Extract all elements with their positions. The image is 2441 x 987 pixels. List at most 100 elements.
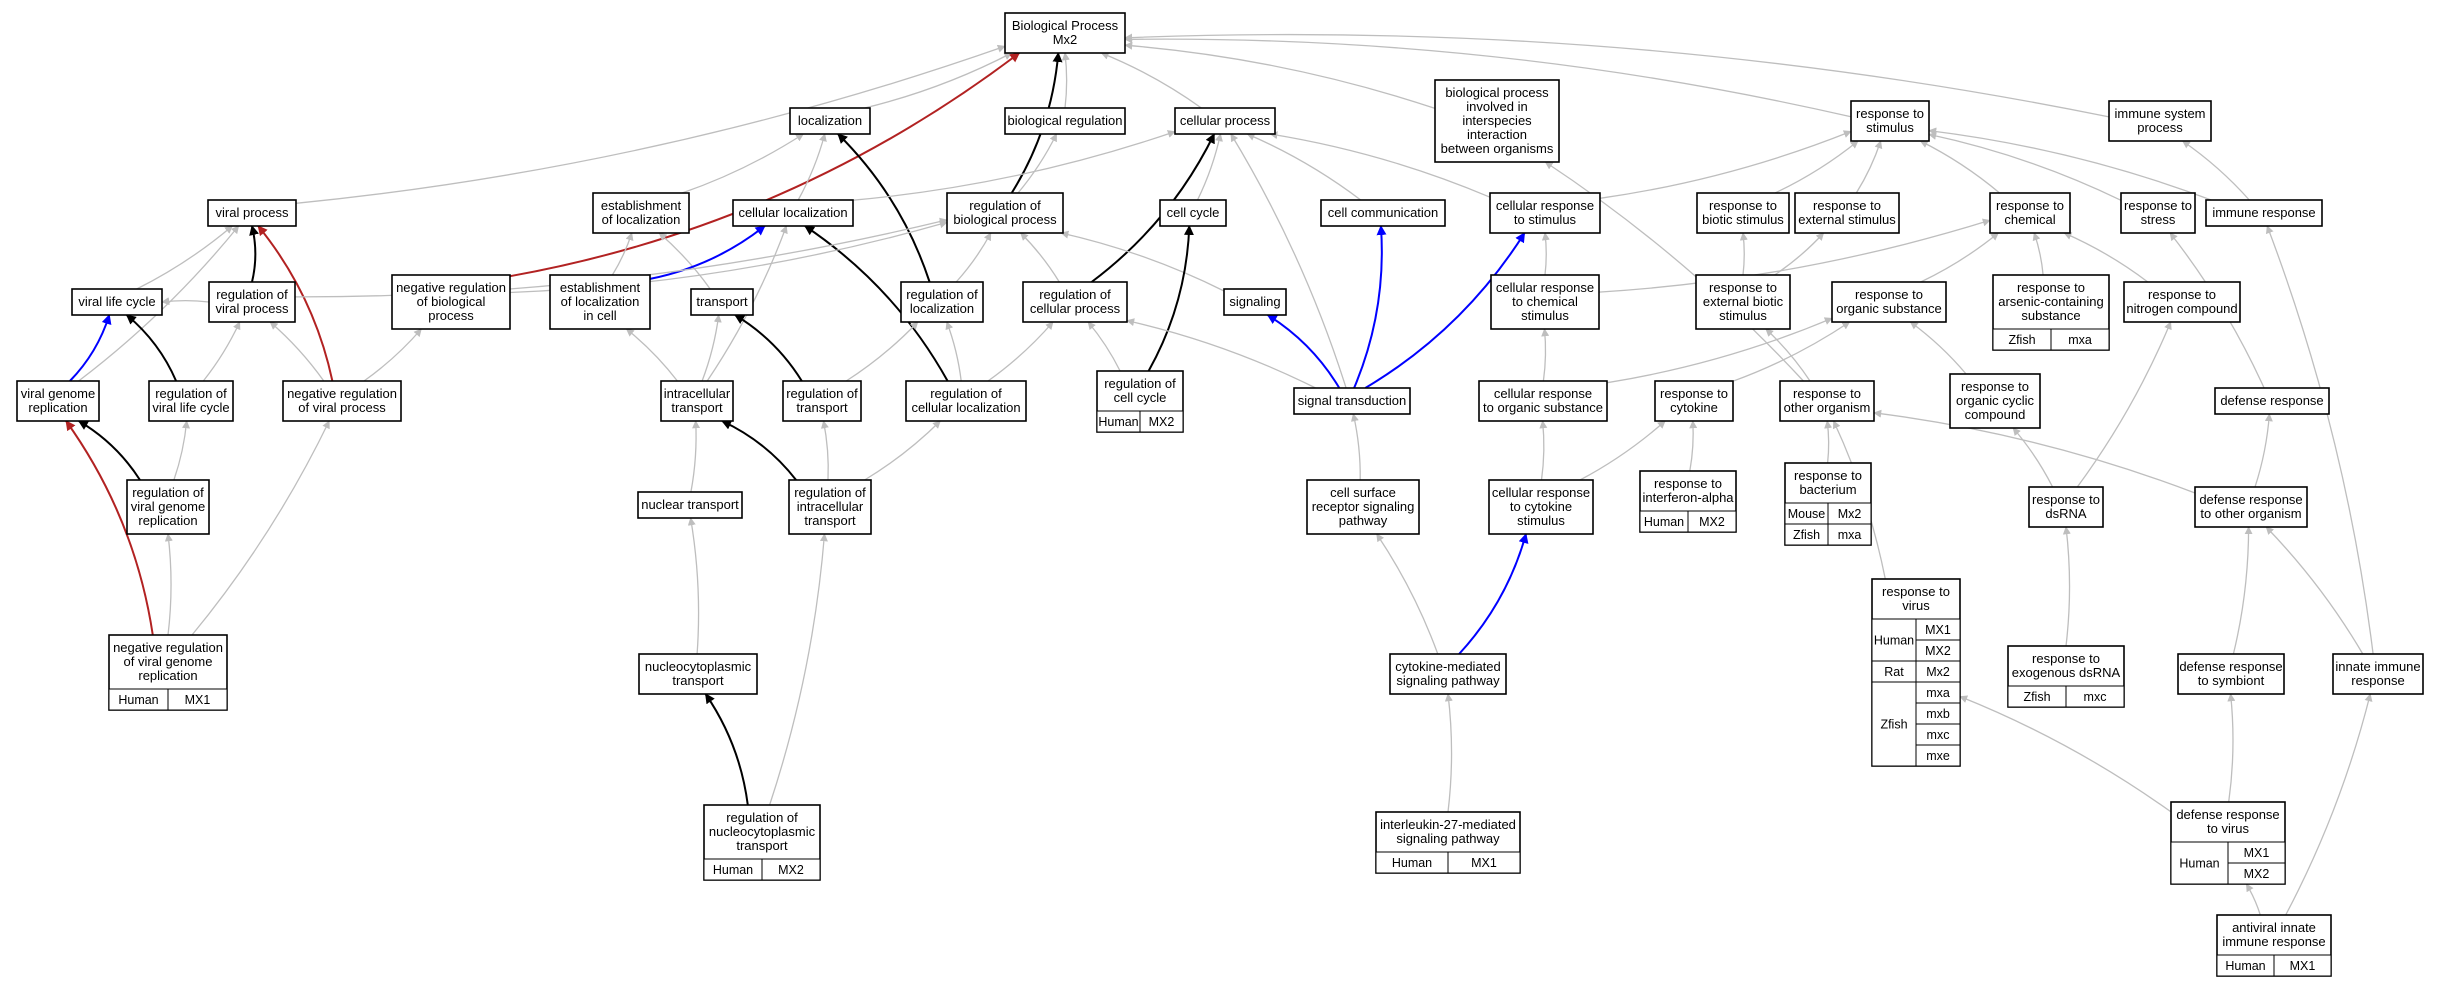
term-box	[1695, 274, 1791, 330]
term-label-line: cell cycle	[1114, 390, 1167, 405]
term-label-line: immune system	[2114, 106, 2205, 121]
term-label-line: chemical	[2004, 212, 2055, 227]
edge-is-a	[363, 328, 422, 382]
edge-regulates	[837, 133, 931, 283]
term-box	[148, 380, 234, 422]
species-label: Zfish	[1880, 718, 1907, 732]
edge-is-a	[2063, 232, 2149, 283]
edge-is-a	[1920, 232, 1999, 283]
edge-regulates	[77, 420, 141, 481]
term-label-line: viral life cycle	[78, 294, 155, 309]
go-term-immune-response: immune response	[2205, 199, 2323, 227]
edge-is-a	[681, 133, 804, 194]
edge-is-a	[1230, 133, 1347, 389]
term-label-line: process	[428, 308, 474, 323]
edge-is-a	[1928, 131, 2122, 201]
species-label: Human	[1392, 856, 1432, 870]
term-label-line: compound	[1965, 407, 2026, 422]
go-term-viral-process: viral process	[207, 199, 297, 227]
gene-label: MX1	[2244, 846, 2270, 860]
term-label-line: substance	[2021, 308, 2080, 323]
edge-is-a	[1765, 328, 1811, 382]
edge-is-a	[797, 133, 827, 201]
term-label-line: interferon-alpha	[1642, 490, 1734, 505]
edge-is-a	[658, 232, 711, 290]
term-label-line: response	[2351, 673, 2404, 688]
edge-is-a	[1017, 133, 1058, 194]
species-label: Human	[2225, 959, 2265, 973]
go-term-resp-arsenic: response toarsenic-containingsubstanceZf…	[1992, 274, 2110, 351]
term-label-line: immune response	[2212, 205, 2315, 220]
edge-is-a	[987, 321, 1054, 382]
edge-is-a	[1541, 232, 1550, 276]
species-label: Human	[1644, 515, 1684, 529]
term-label-line: transport	[804, 513, 856, 528]
term-label-line: stimulus	[1719, 308, 1767, 323]
edge-is-a	[1909, 321, 1967, 375]
term-label-line: organic cyclic	[1956, 393, 2035, 408]
edge-is-a	[1928, 127, 2212, 201]
term-label-line: cellular response	[1496, 280, 1594, 295]
term-box	[2108, 100, 2212, 142]
edge-regulates	[704, 693, 749, 806]
go-term-defense-response: defense response	[2214, 387, 2330, 415]
edge-is-a	[2265, 526, 2364, 655]
term-label-line: stimulus	[1521, 308, 1569, 323]
term-label-line: defense response	[2199, 492, 2302, 507]
term-label-line: cellular response	[1492, 485, 1590, 500]
term-label-line: antiviral innate	[2232, 920, 2316, 935]
edge-regulates	[734, 314, 803, 382]
go-term-transport: transport	[690, 288, 754, 316]
term-label-line: replication	[138, 668, 197, 683]
edge-is-a	[1732, 321, 1851, 382]
gene-label: MX1	[2290, 959, 2316, 973]
go-term-cell-communication: cell communication	[1320, 199, 1446, 227]
edge-positively-regulates	[1364, 232, 1526, 389]
term-box	[1320, 199, 1446, 227]
term-label-line: other organism	[1784, 400, 1871, 415]
go-term-viral-life-cycle: viral life cycle	[71, 288, 163, 316]
term-box	[1174, 107, 1276, 135]
term-label-line: response to	[1996, 198, 2064, 213]
edge-is-a	[1061, 52, 1070, 109]
gene-cell	[167, 688, 228, 711]
gene-cell	[2050, 328, 2110, 351]
edge-positively-regulates	[69, 314, 112, 382]
term-label-line: of biological	[417, 294, 486, 309]
edge-is-a	[1824, 420, 1833, 464]
term-box	[1004, 107, 1126, 135]
term-box	[2120, 192, 2196, 234]
term-label-line: response to	[1660, 386, 1728, 401]
term-box	[208, 281, 296, 323]
term-label-line: intracellular	[797, 499, 864, 514]
term-label-line: between organisms	[1441, 141, 1554, 156]
term-box	[2214, 387, 2330, 415]
go-term-cellular-process: cellular process	[1174, 107, 1276, 135]
term-box	[788, 479, 872, 535]
edge-is-a	[173, 420, 190, 481]
term-label-line: stimulus	[1866, 120, 1914, 135]
term-box	[1831, 281, 1947, 323]
gene-cell	[2273, 954, 2332, 977]
edge-is-a	[1739, 232, 1748, 276]
edge-negatively-regulates	[509, 52, 1021, 278]
edge-is-a	[852, 130, 1176, 201]
edge-negatively-regulates	[65, 420, 154, 636]
term-label-line: to organic substance	[1483, 400, 1603, 415]
